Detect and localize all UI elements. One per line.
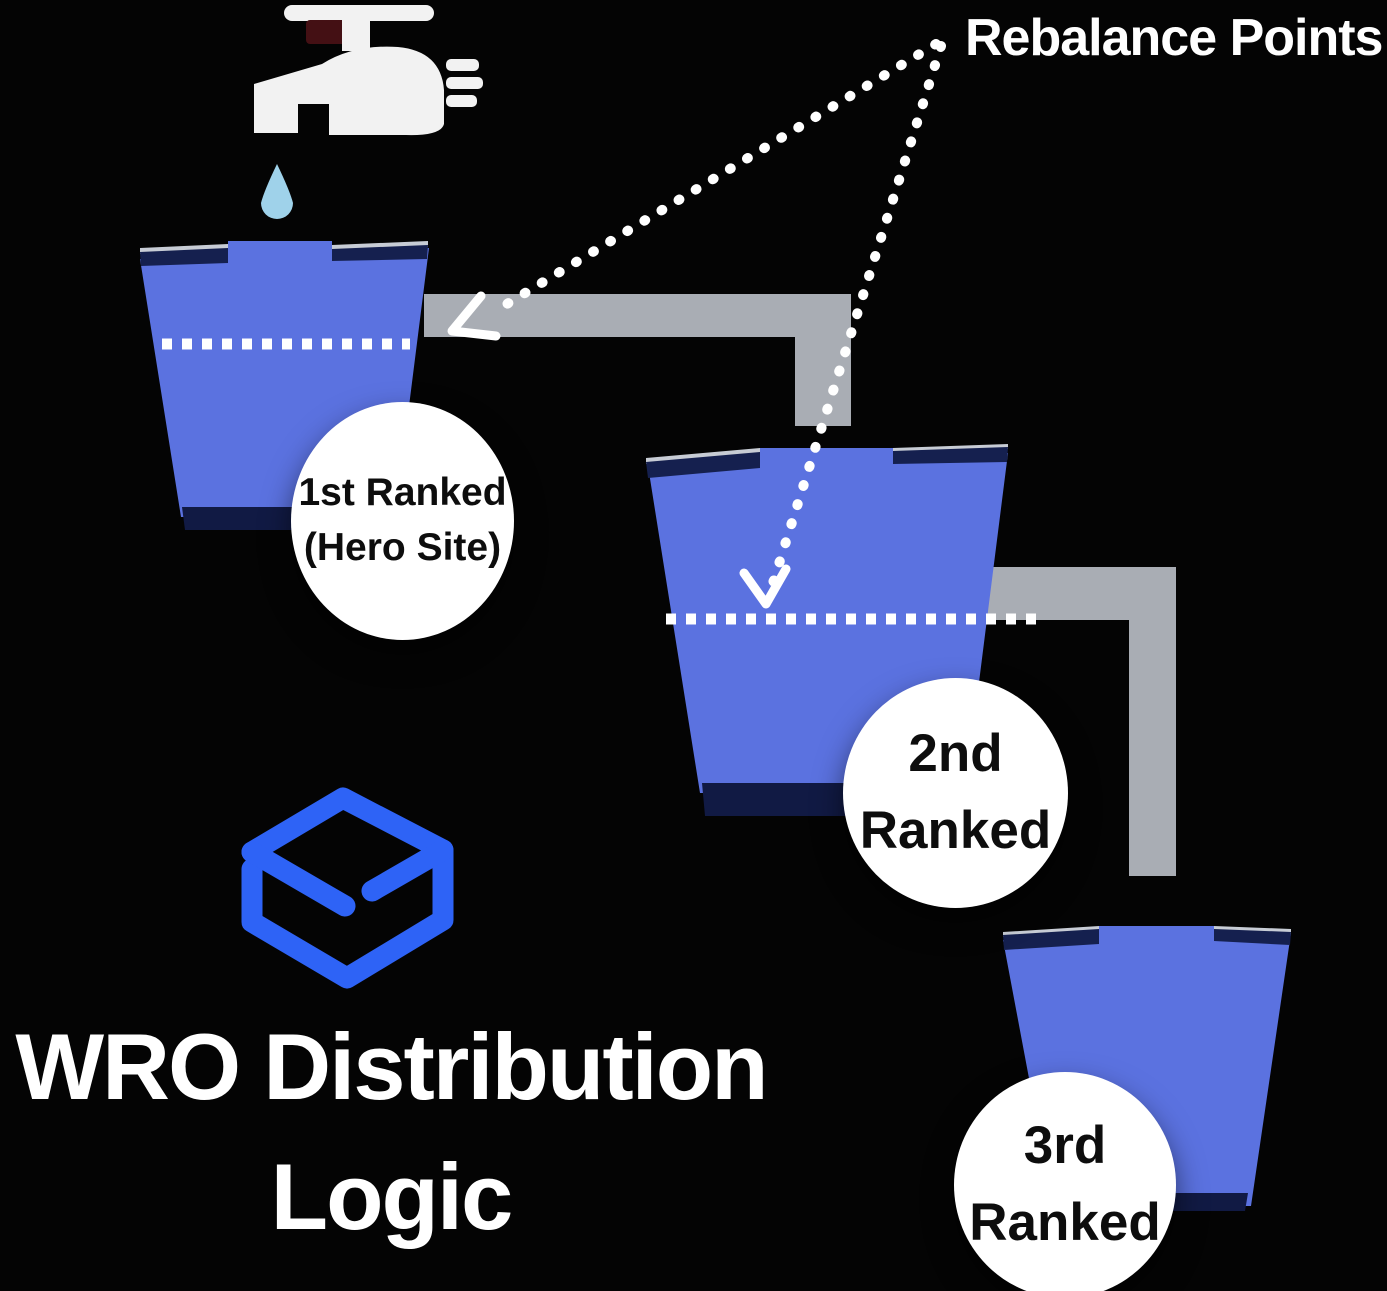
rebalance-dotted-line-to-bucket-2 xyxy=(768,41,946,588)
page-title-line2: Logic xyxy=(270,1143,514,1249)
rebalance-dotted-line-to-bucket-1 xyxy=(492,39,941,315)
rebalance-arrowhead-bucket-2 xyxy=(739,564,791,609)
rank-circle-2nd-line2: Ranked xyxy=(859,801,1052,860)
rank-circle-3rd-line2: Ranked xyxy=(969,1193,1161,1252)
rank-circle-1st: 1st Ranked (Hero Site) xyxy=(291,402,514,640)
faucet-body-spout xyxy=(254,46,444,136)
bucket-3-rim-left xyxy=(1003,929,1099,950)
overflow-pipe-2 xyxy=(975,567,1176,876)
rank-circle-2nd-line1: 2nd xyxy=(908,724,1003,784)
cube-logo-outline xyxy=(241,787,454,989)
faucet-handle-stem xyxy=(342,15,370,51)
cube-logo-inner-edge-left xyxy=(241,841,356,917)
bucket-2-rim-left xyxy=(646,452,760,478)
bucket-1-rim-left xyxy=(140,248,228,266)
page-title-line1: WRO Distribution xyxy=(15,1014,768,1119)
cube-logo-inner-edge-right xyxy=(361,839,454,902)
rank-circle-2nd: 2nd Ranked xyxy=(843,678,1068,908)
faucet-thread-rib-1 xyxy=(446,59,479,71)
bucket-2-rim-right xyxy=(893,447,1008,464)
rank-circle-1st-line2: (Hero Site) xyxy=(303,526,502,569)
bucket-3-rim-right xyxy=(1214,929,1291,945)
water-drop-icon xyxy=(261,164,293,219)
rank-circle-3rd: 3rd Ranked xyxy=(954,1072,1176,1291)
bucket-1-rim-right xyxy=(332,245,428,261)
faucet-thread-rib-2 xyxy=(446,77,483,89)
overflow-pipe-1 xyxy=(424,294,851,426)
faucet-icon xyxy=(254,5,483,136)
rank-circle-3rd-line1: 3rd xyxy=(1023,1116,1107,1176)
rebalance-points-label: Rebalance Points xyxy=(965,9,1383,67)
rank-circle-1st-line1: 1st Ranked xyxy=(298,471,507,515)
faucet-handle-bar xyxy=(284,5,434,21)
cube-logo-icon xyxy=(241,787,454,989)
page-title: WRO Distribution Logic xyxy=(0,1002,782,1261)
rebalance-arrowhead-bucket-1 xyxy=(447,291,501,341)
faucet-thread-rib-3 xyxy=(446,95,477,107)
